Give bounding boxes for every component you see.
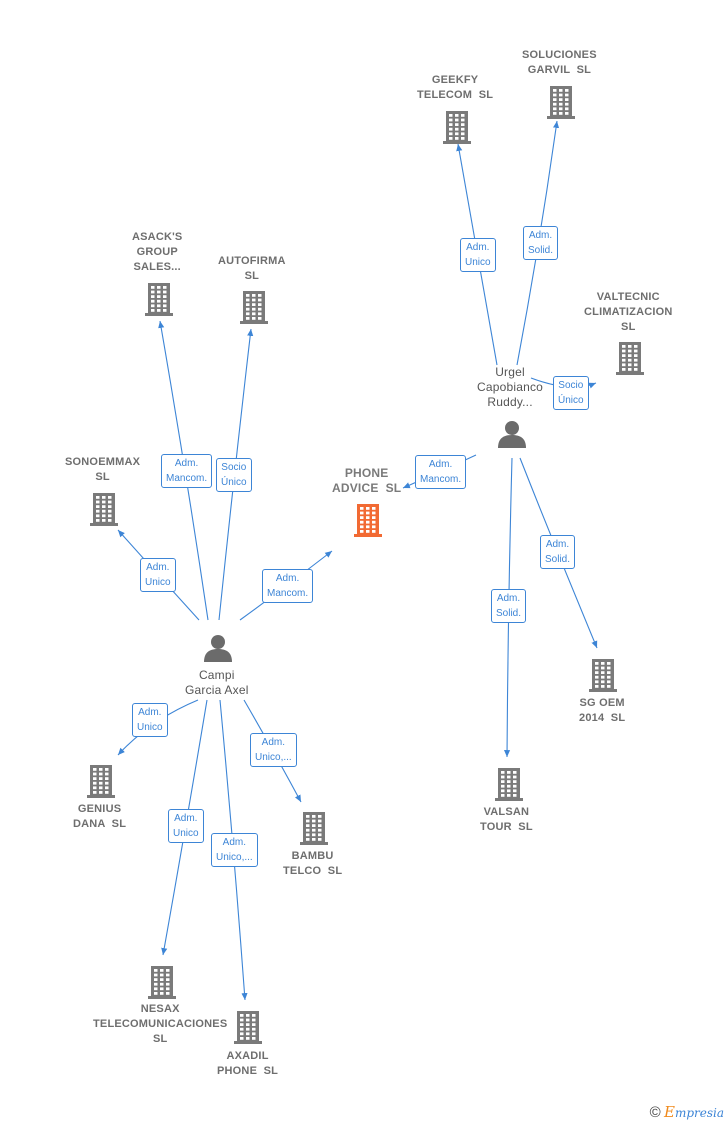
building-icon [547, 86, 575, 119]
edge-label-campi-to-sonoemmax[interactable]: Adm. Unico [140, 558, 176, 592]
node-label-sonoemmax[interactable]: SONOEMMAX SL [65, 456, 141, 483]
node-autofirma[interactable] [238, 289, 270, 330]
node-genius[interactable] [85, 763, 117, 804]
building-icon [234, 1011, 262, 1044]
brand-name: mpresia [674, 1106, 724, 1120]
node-campi[interactable] [202, 632, 234, 669]
building-icon [354, 504, 382, 537]
node-label-geekfy[interactable]: GEEKFY TELECOM SL [417, 74, 494, 101]
node-label-campi[interactable]: Campi Garcia Axel [185, 668, 249, 697]
building-icon [87, 765, 115, 798]
building-icon [90, 493, 118, 526]
person-icon [204, 635, 232, 662]
node-label-bambu[interactable]: BAMBU TELCO SL [283, 850, 343, 877]
building-icon [300, 812, 328, 845]
node-sonoemmax[interactable] [88, 491, 120, 532]
edge-label-urgel-to-soluciones[interactable]: Adm. Solid. [523, 226, 559, 260]
building-icon [240, 291, 268, 324]
edge-label-urgel-to-sgoem[interactable]: Adm. Solid. [540, 535, 576, 569]
node-bambu[interactable] [298, 810, 330, 851]
building-icon [443, 111, 471, 144]
building-icon [495, 768, 523, 801]
node-axadil[interactable] [232, 1009, 264, 1050]
edge-label-urgel-to-valsan[interactable]: Adm. Solid. [491, 589, 527, 623]
node-urgel[interactable] [496, 418, 528, 455]
node-sgoem[interactable] [587, 657, 619, 698]
node-asack[interactable] [143, 281, 175, 322]
edge-label-campi-to-autofirma[interactable]: Socio Único [216, 458, 252, 492]
node-label-autofirma[interactable]: AUTOFIRMA SL [218, 255, 286, 282]
edge-label-campi-to-nesax[interactable]: Adm. Unico [168, 809, 204, 843]
edge-label-campi-to-genius[interactable]: Adm. Unico [132, 703, 168, 737]
edge-label-campi-to-axadil[interactable]: Adm. Unico,... [211, 833, 258, 867]
node-label-valtecnic[interactable]: VALTECNIC CLIMATIZACION SL [584, 291, 673, 333]
copyright-icon: © [649, 1104, 661, 1121]
edge-label-campi-to-bambu[interactable]: Adm. Unico,... [250, 733, 297, 767]
node-valtecnic[interactable] [614, 340, 646, 381]
node-nesax[interactable] [146, 964, 178, 1005]
building-icon [589, 659, 617, 692]
node-valsan[interactable] [493, 766, 525, 807]
node-phone[interactable] [352, 502, 384, 543]
edge-label-campi-to-asack[interactable]: Adm. Mancom. [161, 454, 213, 488]
node-label-asack[interactable]: ASACK'S GROUP SALES... [132, 231, 183, 273]
node-label-genius[interactable]: GENIUS DANA SL [73, 803, 127, 830]
node-label-valsan[interactable]: VALSAN TOUR SL [480, 806, 533, 833]
node-label-urgel[interactable]: Urgel Capobianco Ruddy... [477, 365, 544, 409]
building-icon [148, 966, 176, 999]
node-label-phone[interactable]: PHONE ADVICE SL [332, 466, 402, 495]
person-icon [498, 421, 526, 448]
edge-label-campi-to-phone[interactable]: Adm. Mancom. [262, 569, 314, 603]
node-geekfy[interactable] [441, 109, 473, 150]
node-label-soluciones[interactable]: SOLUCIONES GARVIL SL [522, 49, 597, 76]
edge-label-urgel-to-valtecnic[interactable]: Socio Único [553, 376, 589, 410]
node-label-sgoem[interactable]: SG OEM 2014 SL [579, 697, 626, 724]
edge-label-urgel-to-phone[interactable]: Adm. Mancom. [415, 455, 467, 489]
brand-initial: E [663, 1103, 675, 1121]
empresia-brand: © Empresia [650, 1103, 724, 1121]
node-soluciones[interactable] [545, 84, 577, 125]
node-label-nesax[interactable]: NESAX TELECOMUNICACIONES SL [93, 1003, 228, 1045]
building-icon [616, 342, 644, 375]
edge-label-urgel-to-geekfy[interactable]: Adm. Unico [460, 238, 496, 272]
node-label-axadil[interactable]: AXADIL PHONE SL [217, 1050, 279, 1077]
building-icon [145, 283, 173, 316]
